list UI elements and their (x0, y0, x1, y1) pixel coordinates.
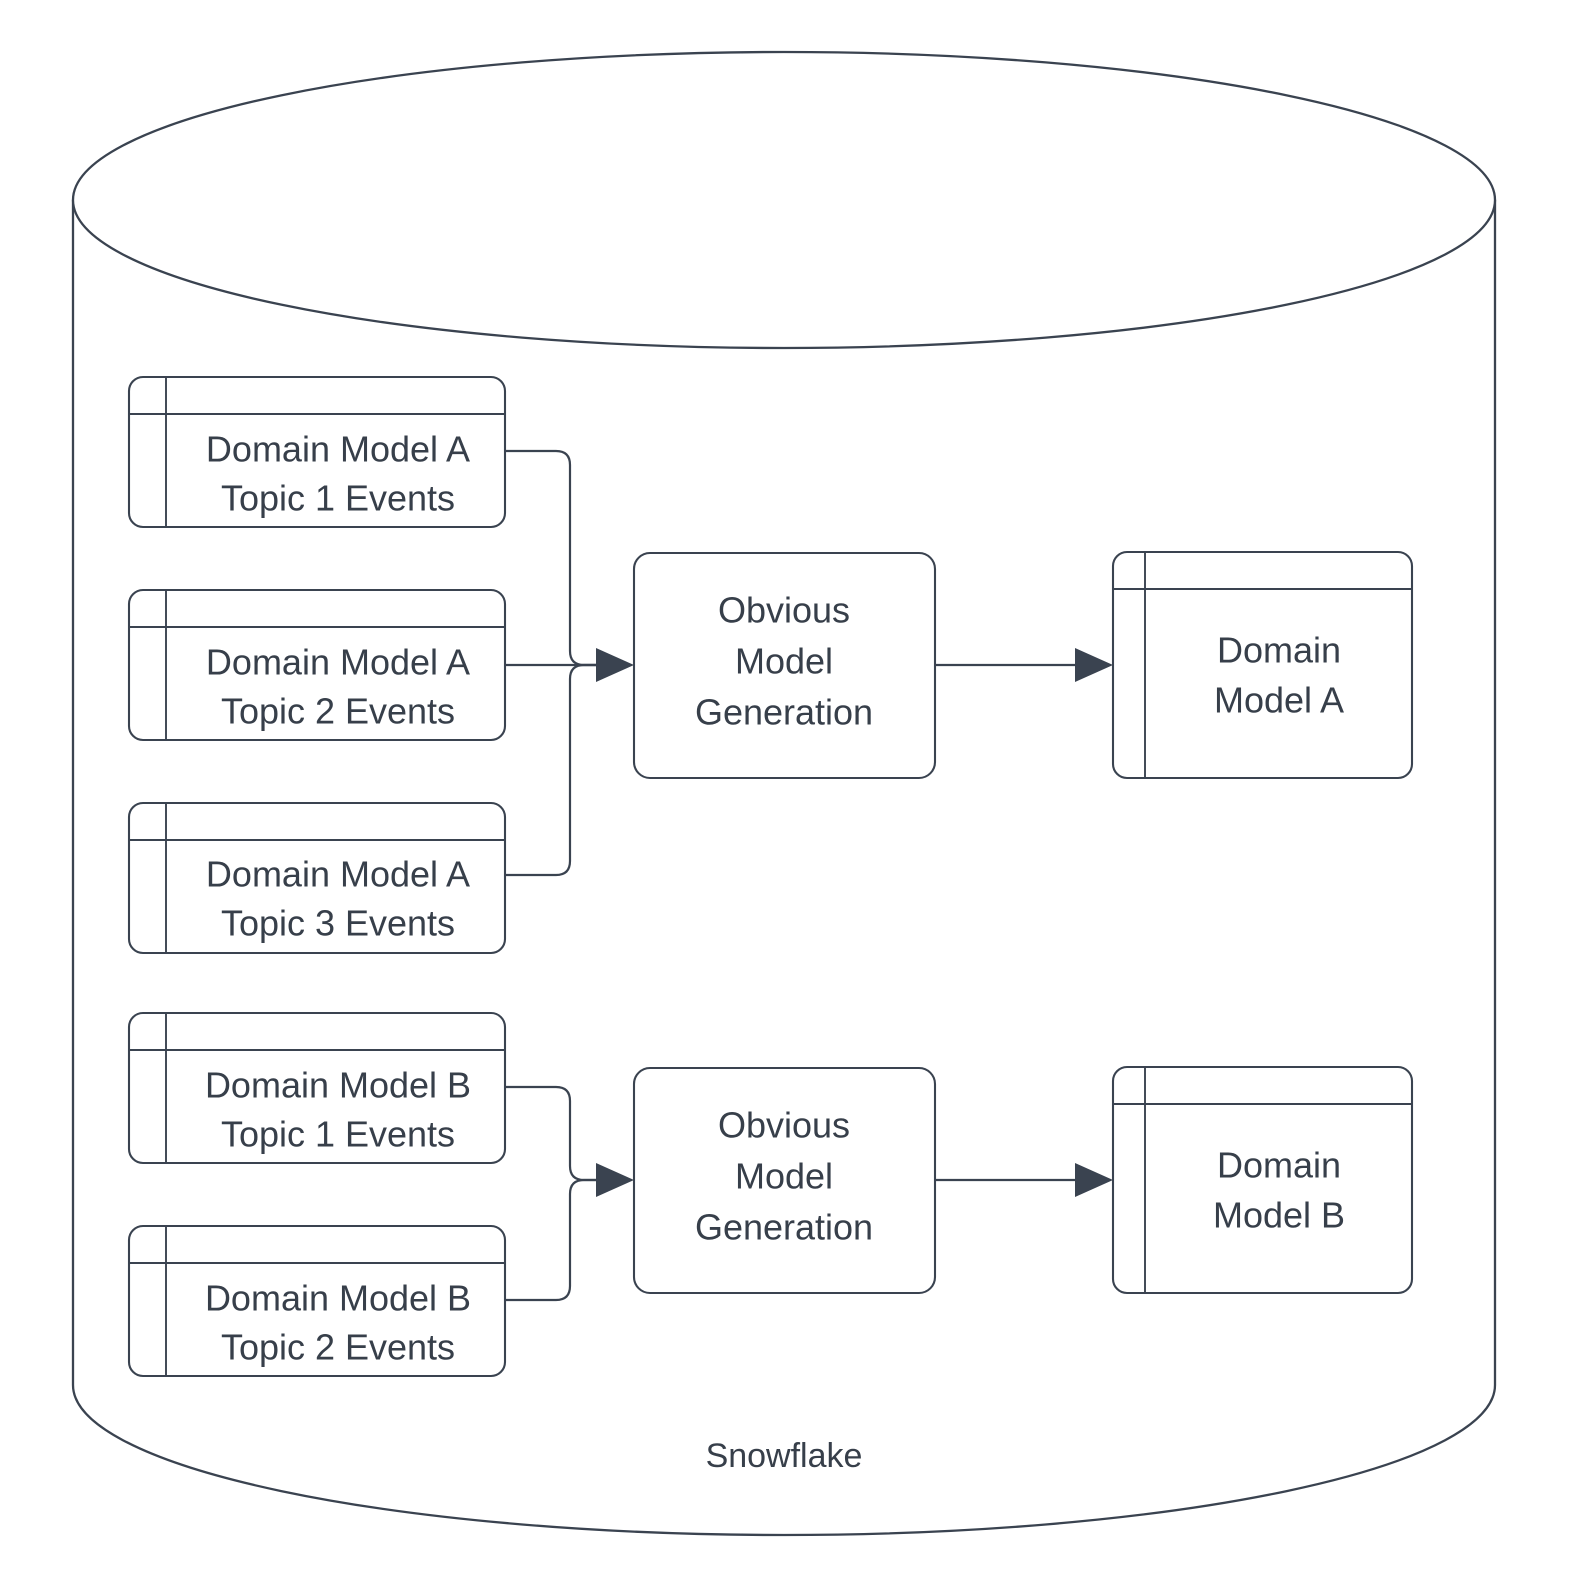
out-b-frame[interactable] (1111, 1065, 1414, 1295)
proc-b-label-line3: Generation (695, 1207, 873, 1248)
connector-src-b1-to-proc-b (505, 1085, 600, 1182)
container-label-snowflake: Snowflake (706, 1437, 863, 1475)
out-a-label-line2: Model A (1214, 680, 1344, 721)
src-b1-label-line1: Domain Model B (205, 1065, 471, 1106)
arrowhead-into-proc-a (596, 648, 634, 682)
proc-b-label-line1: Obvious (718, 1105, 850, 1146)
src-a2-label-line1: Domain Model A (206, 642, 470, 683)
connector-src-b2-to-proc-b (505, 1178, 600, 1302)
out-a-label-line1: Domain (1217, 630, 1341, 671)
proc-a-label-line3: Generation (695, 692, 873, 733)
connectors-group-b (505, 1085, 1113, 1302)
proc-b-frame[interactable] (632, 1066, 937, 1295)
source-node-src-b1[interactable]: Domain Model B Topic 1 Events (127, 1011, 507, 1165)
process-node-proc-b[interactable]: Obvious Model Generation (632, 1066, 937, 1295)
source-node-src-b2[interactable]: Domain Model B Topic 2 Events (127, 1224, 507, 1378)
process-node-proc-a[interactable]: Obvious Model Generation (632, 551, 937, 780)
arrowhead-into-out-a (1075, 648, 1113, 682)
src-a2-label-line2: Topic 2 Events (221, 691, 455, 732)
output-node-out-b[interactable]: Domain Model B (1111, 1065, 1414, 1295)
arrowhead-into-out-b (1075, 1163, 1113, 1197)
proc-a-label-line1: Obvious (718, 590, 850, 631)
cylinder-top-ellipse (71, 50, 1497, 350)
source-node-src-a3[interactable]: Domain Model A Topic 3 Events (127, 801, 507, 955)
out-a-frame[interactable] (1111, 550, 1414, 780)
source-node-src-a1[interactable]: Domain Model A Topic 1 Events (127, 375, 507, 529)
arrowhead-into-proc-b (596, 1163, 634, 1197)
src-a3-label-line1: Domain Model A (206, 854, 470, 895)
connectors-group-a (505, 449, 1113, 877)
out-b-label-line2: Model B (1213, 1195, 1345, 1236)
proc-a-frame[interactable] (632, 551, 937, 780)
output-node-out-a[interactable]: Domain Model A (1111, 550, 1414, 780)
src-b2-label-line2: Topic 2 Events (221, 1327, 455, 1368)
src-a3-label-line2: Topic 3 Events (221, 903, 455, 944)
proc-a-label-line2: Model (735, 641, 833, 682)
source-node-src-a2[interactable]: Domain Model A Topic 2 Events (127, 588, 507, 742)
proc-b-label-line2: Model (735, 1156, 833, 1197)
src-a1-label-line2: Topic 1 Events (221, 478, 455, 519)
src-b2-label-line1: Domain Model B (205, 1278, 471, 1319)
out-b-label-line1: Domain (1217, 1145, 1341, 1186)
connector-src-a3-to-proc-a (505, 663, 600, 877)
src-a1-label-line1: Domain Model A (206, 429, 470, 470)
src-b1-label-line2: Topic 1 Events (221, 1114, 455, 1155)
